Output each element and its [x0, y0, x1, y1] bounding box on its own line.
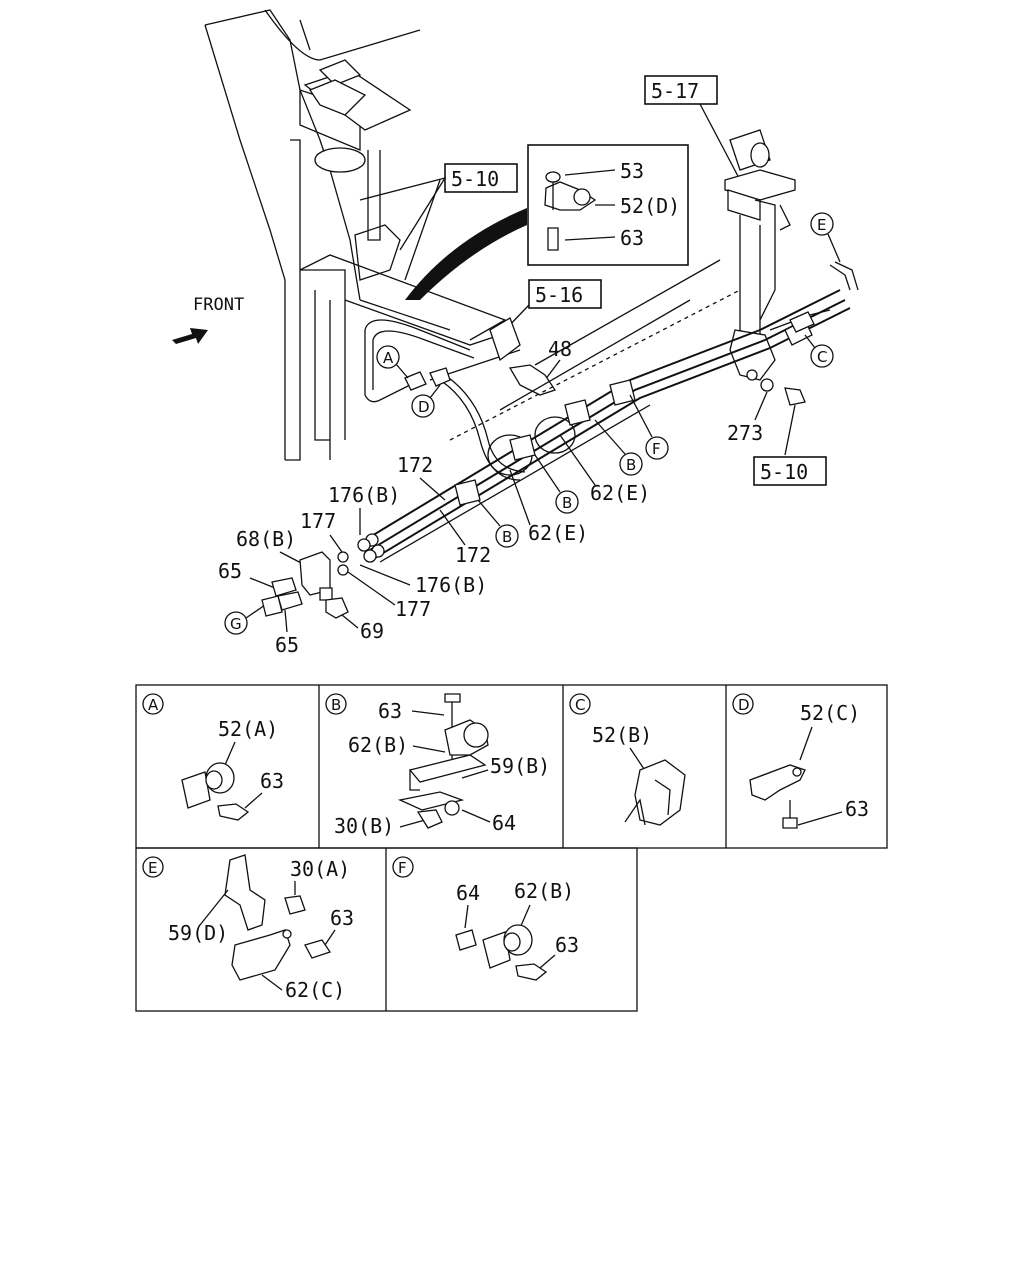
label-48: 48: [548, 337, 572, 361]
label-176b-bottom: 176(B): [415, 573, 487, 597]
brake-pipes: [357, 261, 859, 563]
frame-structure: [204, 9, 521, 461]
detail-F-label-63: 63: [555, 933, 579, 957]
label-68b: 68(B): [236, 527, 296, 551]
detail-F: F 64 62(B) 63: [392, 856, 579, 981]
svg-text:A: A: [148, 696, 159, 714]
inset-pointer: [405, 208, 527, 300]
svg-text:G: G: [230, 615, 242, 633]
callout-G-main: G: [224, 604, 266, 635]
svg-text:E: E: [148, 859, 157, 877]
callout-E-main: E: [810, 212, 841, 263]
detail-B: B 63 62(B) 59(B) 30(B) 64: [325, 693, 550, 838]
callout-B-main-1: B: [594, 419, 643, 476]
svg-text:B: B: [626, 456, 636, 474]
detail-F-label-62b: 62(B): [514, 879, 574, 903]
detail-A-label-63: 63: [260, 769, 284, 793]
detail-D: D 52(C) 63: [732, 693, 869, 829]
reference-5-10-bottom: 5-10: [753, 456, 827, 486]
label-69: 69: [360, 619, 384, 643]
svg-text:A: A: [383, 349, 394, 367]
label-62e-right: 62(E): [590, 481, 650, 505]
detail-B-label-63: 63: [378, 699, 402, 723]
label-53: 53: [620, 159, 644, 183]
part-273: 273: [727, 378, 806, 456]
detail-D-label-63: 63: [845, 797, 869, 821]
callout-F-main: F: [629, 394, 669, 460]
callout-D-main: D: [411, 384, 441, 418]
svg-text:B: B: [331, 696, 341, 714]
label-65-bottom: 65: [275, 633, 299, 657]
svg-text:D: D: [418, 398, 430, 416]
svg-text:D: D: [738, 696, 750, 714]
callout-B-main-3: B: [477, 499, 519, 548]
svg-text:B: B: [502, 528, 512, 546]
svg-text:C: C: [575, 696, 585, 714]
inset-clamp-detail: 53 52(D) 63: [405, 144, 689, 300]
reference-5-17: 5-17: [644, 75, 796, 381]
svg-text:B: B: [562, 494, 572, 512]
label-52d: 52(D): [620, 194, 680, 218]
detail-E-label-30a: 30(A): [290, 857, 350, 881]
detail-E-label-63: 63: [330, 906, 354, 930]
svg-text:F: F: [398, 859, 407, 877]
label-176b-top: 176(B): [328, 483, 400, 507]
ref-5-16-label: 5-16: [535, 283, 583, 307]
callout-C-main: C: [804, 334, 834, 368]
label-172-bottom: 172: [455, 543, 491, 567]
detail-B-label-59b: 59(B): [490, 754, 550, 778]
label-172-top: 172: [397, 453, 433, 477]
ref-5-17-label: 5-17: [651, 79, 699, 103]
part-48: 48: [508, 337, 572, 396]
reference-5-10-top: 5-10: [359, 163, 518, 281]
detail-E-label-62c: 62(C): [285, 978, 345, 1002]
front-indicator: FRONT: [172, 295, 244, 344]
front-arrow-icon: [172, 328, 208, 344]
detail-A: A 52(A) 63: [142, 693, 284, 821]
label-273: 273: [727, 421, 763, 445]
label-177-bottom: 177: [395, 597, 431, 621]
reference-5-16: 5-16: [489, 279, 602, 362]
label-63-inset: 63: [620, 226, 644, 250]
ref-5-10-bottom-label: 5-10: [760, 460, 808, 484]
label-177-top: 177: [300, 509, 336, 533]
guide-lines: [449, 259, 741, 441]
front-label: FRONT: [193, 295, 244, 315]
detail-B-label-30b: 30(B): [334, 814, 394, 838]
callout-A-main: A: [376, 345, 409, 379]
label-65-top: 65: [218, 559, 242, 583]
detail-F-label-64: 64: [456, 881, 480, 905]
ref-5-10-top-label: 5-10: [451, 167, 499, 191]
svg-text:C: C: [817, 348, 827, 366]
detail-E-label-59d: 59(D): [168, 921, 228, 945]
detail-grid: [135, 684, 888, 1012]
detail-A-label-52a: 52(A): [218, 717, 278, 741]
main-part-labels: 172 172 62(E) 62(E) 176(B) 176(B) 177 17…: [218, 434, 650, 657]
svg-text:F: F: [652, 440, 661, 458]
detail-E: E 30(A) 59(D) 63 62(C): [142, 854, 354, 1002]
detail-D-label-52c: 52(C): [800, 701, 860, 725]
svg-text:E: E: [817, 216, 826, 234]
detail-B-label-64: 64: [492, 811, 516, 835]
detail-C-label-52b: 52(B): [592, 723, 652, 747]
detail-B-label-62b: 62(B): [348, 733, 408, 757]
detail-C: C 52(B): [569, 693, 686, 826]
label-62e-left: 62(E): [528, 521, 588, 545]
callout-B-main-2: B: [534, 454, 579, 514]
